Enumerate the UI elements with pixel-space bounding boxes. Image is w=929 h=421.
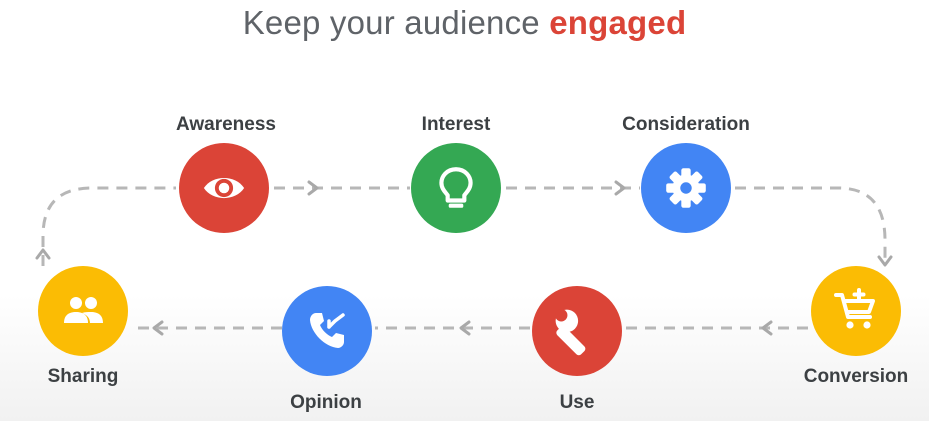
phone-missed-icon — [310, 313, 345, 348]
stage-opinion — [282, 286, 372, 376]
lightbulb-icon — [439, 167, 473, 208]
stage-conversion — [811, 266, 901, 356]
arrowhead-to-opinion — [459, 320, 471, 336]
arrowhead-to-conversion — [877, 255, 893, 267]
arrowhead-to-awareness — [35, 248, 51, 260]
cart-add-icon — [834, 288, 875, 329]
title-prefix: Keep your audience — [242, 4, 550, 41]
stage-label-use: Use — [559, 392, 595, 413]
eye-icon — [203, 177, 245, 199]
stage-label-consideration: Consideration — [622, 114, 750, 135]
gear-icon — [666, 168, 706, 208]
arrowhead-to-use — [761, 320, 773, 336]
connector-sharing-awareness — [41, 186, 176, 266]
stage-label-sharing: Sharing — [47, 366, 119, 387]
stage-interest — [411, 143, 501, 233]
page-title: Keep your audience engaged — [0, 4, 929, 42]
stage-consideration — [641, 143, 731, 233]
title-accent: engaged — [549, 4, 687, 41]
stage-label-interest: Interest — [421, 114, 491, 135]
stage-label-awareness: Awareness — [176, 114, 276, 135]
connector-consideration-conversion — [735, 186, 887, 264]
arrowhead-to-consideration — [614, 180, 626, 196]
stage-label-opinion: Opinion — [290, 392, 362, 413]
stage-awareness — [179, 143, 269, 233]
wrench-icon — [555, 309, 586, 356]
arrowhead-to-sharing — [152, 320, 164, 336]
arrowhead-to-interest — [307, 180, 319, 196]
people-icon — [64, 297, 103, 323]
stage-use — [532, 286, 622, 376]
stage-label-conversion: Conversion — [803, 366, 909, 387]
stage-sharing — [38, 266, 128, 356]
